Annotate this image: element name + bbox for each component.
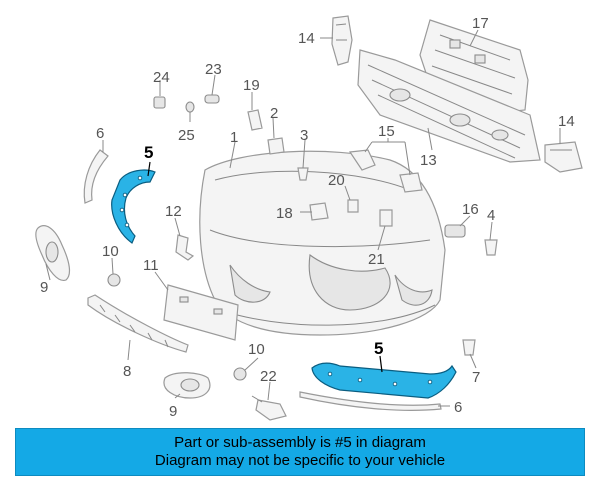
part-19-bracket bbox=[247, 109, 263, 131]
callout-12: 12 bbox=[165, 203, 182, 220]
callout-22: 22 bbox=[260, 368, 277, 385]
callout-14-top: 14 bbox=[298, 30, 315, 47]
callout-5-upper: 5 bbox=[144, 143, 153, 162]
part-8-lower-grille bbox=[87, 294, 189, 353]
callout-9-left: 9 bbox=[40, 279, 48, 296]
callout-17: 17 bbox=[472, 15, 489, 32]
part-2-clip bbox=[267, 137, 285, 155]
callout-25: 25 bbox=[178, 127, 195, 144]
callout-10-left: 10 bbox=[102, 243, 119, 260]
callout-9-bottom: 9 bbox=[169, 403, 177, 420]
callout-23: 23 bbox=[205, 61, 222, 78]
callout-19: 19 bbox=[243, 77, 260, 94]
part-13-absorber bbox=[357, 49, 541, 163]
part-18-bracket bbox=[309, 202, 329, 221]
callout-21: 21 bbox=[368, 251, 385, 268]
part-6-lower-strip bbox=[299, 391, 442, 411]
part-3-screw bbox=[297, 167, 309, 181]
part-9-left-cover bbox=[35, 225, 71, 281]
part-9-bottom-cover bbox=[163, 372, 211, 399]
callout-15: 15 bbox=[378, 123, 395, 140]
part-14-left-bracket bbox=[331, 15, 353, 66]
part-5-upper-highlighted bbox=[111, 169, 156, 244]
part-15-brackets bbox=[348, 149, 423, 193]
callout-1: 1 bbox=[230, 129, 238, 146]
callout-5-lower: 5 bbox=[374, 339, 383, 358]
callout-13: 13 bbox=[420, 152, 437, 169]
part-12-bracket bbox=[175, 234, 195, 261]
parts-diagram: 24 25 23 19 2 3 1 14 17 14 13 15 20 18 2… bbox=[35, 15, 583, 421]
callout-18: 18 bbox=[276, 205, 293, 222]
part-25-washer bbox=[185, 101, 195, 113]
callout-14-right: 14 bbox=[558, 113, 575, 130]
part-23-clip bbox=[204, 94, 220, 104]
part-7-screw bbox=[462, 339, 476, 356]
part-14-right-bracket bbox=[544, 141, 583, 173]
part-10-upper-clip bbox=[107, 273, 121, 287]
banner-line-2: Diagram may not be specific to your vehi… bbox=[154, 452, 446, 469]
part-24-clip bbox=[153, 96, 166, 109]
callout-2: 2 bbox=[270, 105, 278, 122]
callout-20: 20 bbox=[328, 172, 345, 189]
part-11-plate-bracket bbox=[163, 284, 239, 341]
part-5-lower-highlighted bbox=[311, 362, 457, 399]
callout-3: 3 bbox=[300, 127, 308, 144]
part-20-bolt bbox=[347, 199, 359, 213]
part-6-left-strip bbox=[83, 149, 109, 204]
part-1-bumper-cover bbox=[199, 150, 446, 336]
part-22-sensor bbox=[251, 395, 287, 421]
part-4-bolt bbox=[484, 239, 498, 256]
banner-line-1: Part or sub-assembly is #5 in diagram bbox=[174, 434, 426, 451]
callout-24: 24 bbox=[153, 69, 170, 86]
callout-7: 7 bbox=[472, 369, 480, 386]
info-banner: Part or sub-assembly is #5 in diagram Di… bbox=[15, 428, 585, 476]
part-16-bracket bbox=[444, 224, 466, 238]
leader-lines bbox=[45, 29, 561, 407]
part-10-lower-clip bbox=[233, 367, 247, 381]
callout-6-left: 6 bbox=[96, 125, 104, 142]
callout-16: 16 bbox=[462, 201, 479, 218]
callout-11: 11 bbox=[143, 257, 159, 274]
callout-10-bottom: 10 bbox=[248, 341, 265, 358]
callout-labels: 24 25 23 19 2 3 1 14 17 14 13 15 20 18 2… bbox=[40, 15, 575, 420]
callout-8: 8 bbox=[123, 363, 131, 380]
callout-4: 4 bbox=[487, 207, 495, 224]
part-21-clip bbox=[379, 209, 393, 227]
callout-6-bottom: 6 bbox=[454, 399, 462, 416]
